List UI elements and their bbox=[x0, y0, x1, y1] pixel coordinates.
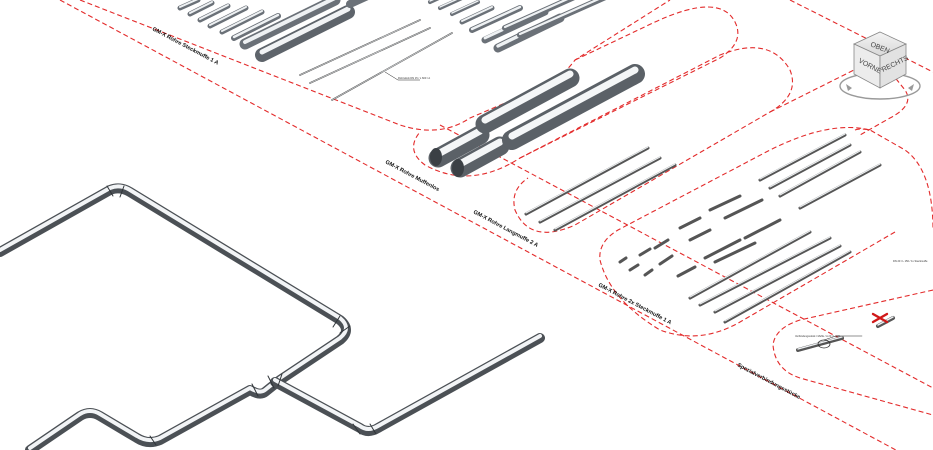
zone-outlines bbox=[59, 0, 933, 450]
zone-4-outer-edge bbox=[854, 128, 933, 231]
zone-label-5: Spezialverbindungsstücke bbox=[736, 362, 801, 400]
zone-labels: GM-X Rohre Steckmuffe 1 A GM-X Rohre Muf… bbox=[151, 26, 801, 400]
pipe-set-large bbox=[239, 0, 369, 62]
callout-leader-1 bbox=[384, 71, 420, 81]
zone-label-3: GM-X Rohre Langmuffe 2 A bbox=[472, 209, 539, 248]
zone-1-pipes: Rohrstück DN 15 / L 600 / A bbox=[177, 0, 607, 101]
pipe-joints bbox=[106, 185, 377, 446]
zone-label-4: GM-X Rohre 2x Steckmuffe 1 A bbox=[597, 282, 672, 326]
zone-1-inner-line bbox=[59, 0, 898, 450]
zone-2-boundary bbox=[413, 6, 739, 177]
zone-4-pipes: DN 20 / L 150 / 1x Steckmuffe bbox=[618, 133, 928, 324]
zone-2-pipes bbox=[428, 64, 645, 178]
zone-5-boundary bbox=[772, 289, 933, 416]
zone-3-pipes bbox=[524, 146, 677, 232]
viewcube-face-right[interactable] bbox=[879, 43, 907, 89]
pipe-assembly bbox=[0, 183, 545, 450]
pipe-set-top-right bbox=[502, 0, 607, 38]
red-adapter-icon bbox=[871, 312, 889, 324]
zone-1-boundary bbox=[79, 0, 671, 131]
pipe-end-cap bbox=[430, 148, 442, 166]
callout-leader-3 bbox=[823, 335, 863, 341]
pipe-set-small-highlight bbox=[179, 0, 280, 39]
callout-text-1: Rohrstück DN 15 / L 600 / A bbox=[398, 76, 430, 80]
callout-text-2: DN 20 / L 150 / 1x Steckmuffe bbox=[893, 259, 928, 263]
zone-5-fittings: Verbindungsstück / Muffe / A 20 / L 140 bbox=[795, 312, 895, 352]
pipe-end-cap bbox=[452, 159, 464, 177]
callout-text-3: Verbindungsstück / Muffe / A 20 / L 140 bbox=[795, 334, 840, 338]
pipe-set-thin-fill bbox=[299, 19, 453, 101]
viewcube-rotate-right-icon[interactable] bbox=[908, 84, 914, 91]
outer-boundary bbox=[439, 0, 933, 389]
zone-label-1: GM-X Rohre Steckmuffe 1 A bbox=[151, 26, 219, 66]
viewcube-rotate-left-icon[interactable] bbox=[846, 84, 852, 91]
viewcube[interactable]: OBEN VORNE RECHTS bbox=[836, 28, 924, 106]
